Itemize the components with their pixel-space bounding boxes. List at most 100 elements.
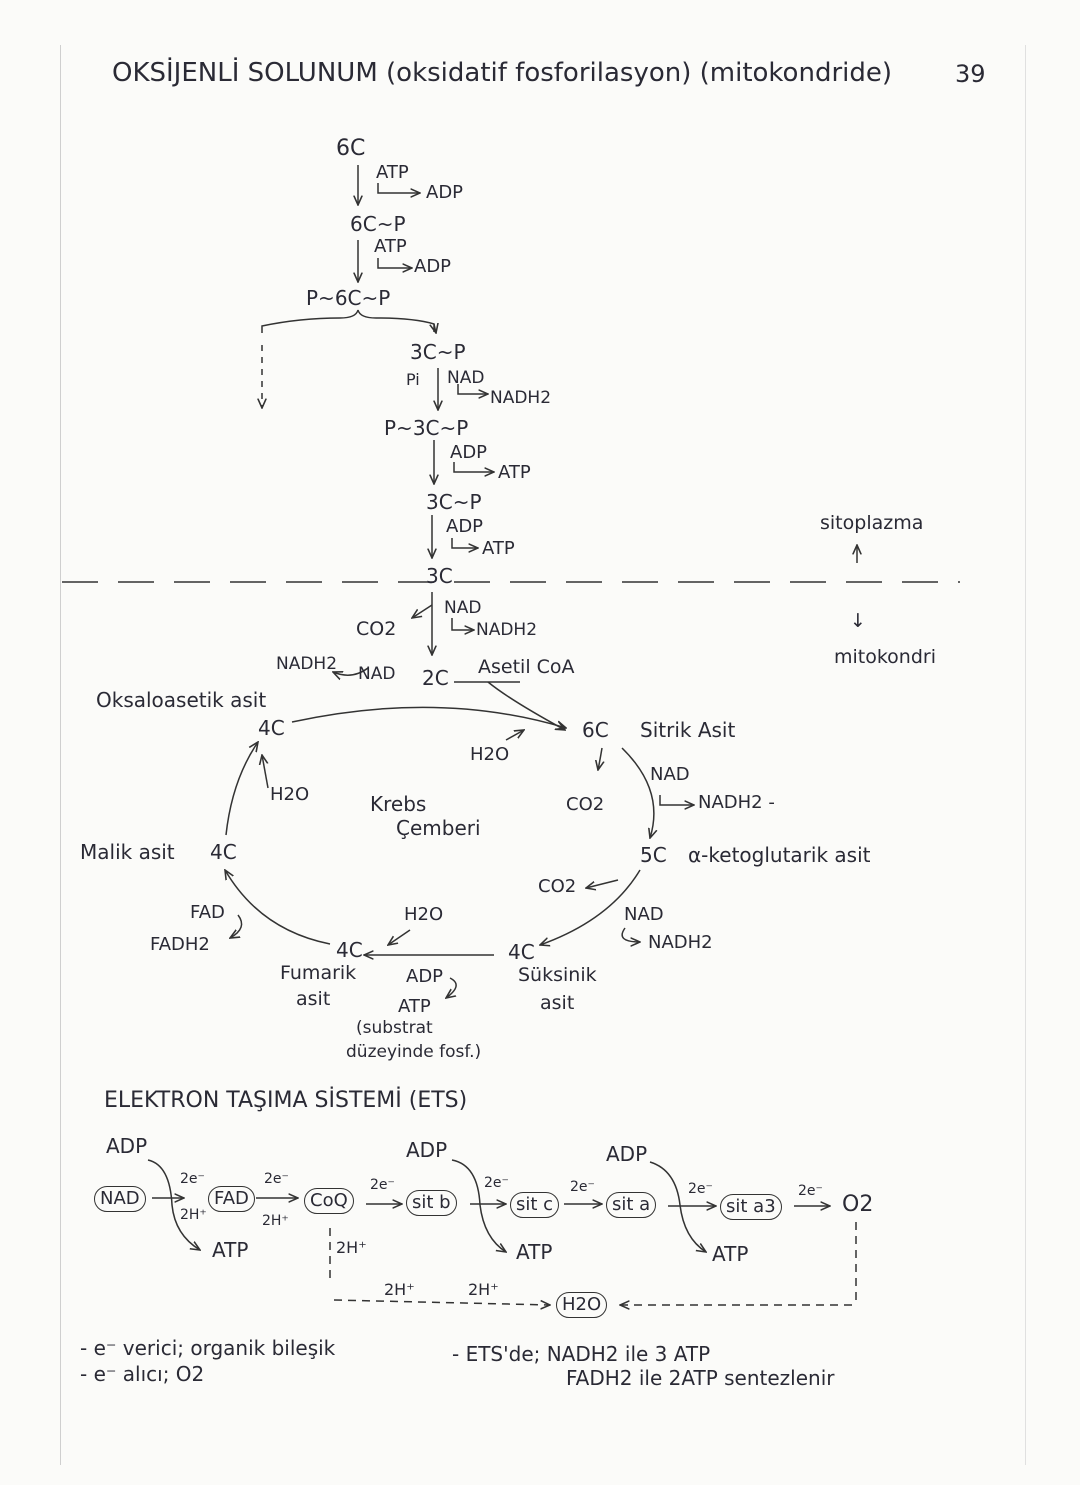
page-margin-line — [60, 45, 61, 1465]
arrow-akg-to-succinate — [540, 869, 641, 945]
arrow-acetyl-to-citrate — [487, 681, 565, 730]
proton-label-1: 2H⁺ — [180, 1207, 207, 1223]
sitoplazma-label: sitoplazma — [820, 512, 924, 534]
acetyl-2c: 2C — [422, 666, 449, 690]
atp-label-1: ATP — [376, 162, 409, 183]
succinic-label-1: Süksinik — [518, 964, 597, 986]
atp-krebs: ATP — [398, 996, 431, 1017]
arrow-fumarate-to-malate — [225, 870, 331, 945]
nad-label-1: NAD — [447, 368, 485, 388]
proton-label-2: 2H⁺ — [262, 1213, 289, 1229]
electron-label-5: 2e⁻ — [570, 1179, 595, 1195]
nadh-krebs-1: NADH2 - — [698, 792, 775, 813]
arrow-h2o-bottom — [388, 929, 411, 945]
krebs-center-1: Krebs — [370, 792, 427, 816]
split-arrow-right — [434, 324, 436, 333]
malic-acid-label: Malik asit — [80, 840, 175, 864]
ets-node-coq: CoQ — [304, 1188, 354, 1214]
ets-adp-1: ADP — [106, 1134, 148, 1158]
ets-node-fad: FAD — [208, 1186, 255, 1212]
note-nadh-atp: - ETS'de; NADH2 ile 3 ATP — [452, 1342, 711, 1366]
h2o-left: H2O — [270, 784, 310, 805]
page-number: 39 — [955, 60, 986, 88]
nadh-krebs-2: NADH2 — [648, 932, 713, 953]
pyruvate-3c: 3C — [426, 564, 453, 588]
adp-krebs: ADP — [406, 966, 444, 987]
ets-node-sit-a3: sit a3 — [720, 1194, 782, 1220]
arrow-malate-to-oxa — [225, 742, 258, 836]
nadh-left: NADH2 — [276, 654, 338, 674]
oxaloacetic-label: Oksaloasetik asit — [96, 688, 267, 712]
atp-adp-hook-2 — [377, 258, 412, 268]
mitokondri-label: mitokondri — [834, 646, 937, 668]
electron-label-4: 2e⁻ — [484, 1175, 509, 1191]
co2-link: CO2 — [356, 618, 397, 640]
arrow-oxa-to-citrate — [291, 706, 566, 728]
succinic-label-2: asit — [540, 992, 575, 1014]
adp-label-1: ADP — [426, 182, 464, 203]
substrate-level-2: düzeyinde fosf.) — [346, 1042, 482, 1062]
arrow-akg-co2 — [586, 879, 619, 888]
nad-krebs-1: NAD — [650, 764, 690, 785]
nadh-link: NADH2 — [476, 620, 538, 640]
oxaloacetate-4c: 4C — [258, 716, 285, 740]
note-electron-donor: - e⁻ verici; organik bileşik — [80, 1336, 336, 1360]
nad-nadh-hook-1 — [457, 384, 488, 394]
ets-h2o: H2O — [556, 1292, 608, 1318]
proton-label-3: 2H⁺ — [336, 1238, 367, 1257]
krebs-center-2: Çemberi — [396, 816, 481, 840]
page-title: OKSİJENLİ SOLUNUM (oksidatif fosforilasy… — [112, 58, 892, 88]
nad-nadh-hook-krebs1 — [659, 795, 694, 805]
ets-adp-3: ADP — [606, 1142, 648, 1166]
glucose-6c: 6C — [336, 136, 366, 161]
ets-o2: O2 — [842, 1192, 874, 1217]
alpha-ketoglutaric-label: α-ketoglutarik asit — [688, 843, 871, 867]
ets-node-sit-b: sit b — [406, 1190, 457, 1216]
nad-krebs-2: NAD — [624, 904, 664, 925]
pi-label: Pi — [406, 370, 420, 389]
co2-krebs-2: CO2 — [538, 876, 577, 897]
acetyl-coa-label: Asetil CoA — [478, 656, 575, 678]
fumaric-label-1: Fumarik — [280, 962, 357, 984]
nad-nadh-hook-krebs2 — [621, 927, 640, 942]
fad-fadh-curve — [230, 914, 243, 938]
fumarate-4c: 4C — [336, 938, 363, 962]
fad-krebs: FAD — [190, 902, 225, 923]
pg-3cp: 3C~P — [426, 490, 482, 514]
proton-label-4: 2H⁺ — [384, 1280, 415, 1299]
akg-5c: 5C — [640, 843, 667, 867]
ets-atp-1: ATP — [212, 1238, 249, 1262]
adp-atp-hook-1 — [453, 462, 494, 472]
adp-label-2: ADP — [414, 256, 452, 277]
nad-link: NAD — [444, 598, 482, 618]
note-fadh-atp: FADH2 ile 2ATP sentezlenir — [566, 1366, 835, 1390]
adp-label-3: ADP — [450, 442, 488, 463]
succinate-4c: 4C — [508, 940, 535, 964]
electron-label-6: 2e⁻ — [688, 1181, 713, 1197]
ets-atp-curve-3 — [649, 1161, 706, 1252]
adp-atp-hook-2 — [451, 538, 478, 548]
adp-atp-curve-krebs — [446, 977, 457, 998]
page-right-line — [1025, 45, 1026, 1465]
ets-dashed-to-h2o — [333, 1299, 550, 1305]
fumaric-label-2: asit — [296, 988, 331, 1010]
ets-atp-curve-1 — [147, 1159, 200, 1250]
electron-label-7: 2e⁻ — [798, 1183, 823, 1199]
note-electron-acceptor: - e⁻ alıcı; O2 — [80, 1362, 205, 1386]
ets-adp-2: ADP — [406, 1138, 448, 1162]
arrow-co2-out — [412, 604, 433, 618]
atp-label-2: ATP — [374, 236, 407, 257]
ets-node-nad: NAD — [94, 1186, 146, 1212]
fadh-krebs: FADH2 — [150, 934, 210, 955]
fructose-p6cp: P~6C~P — [306, 286, 391, 310]
atp-adp-hook-1 — [377, 183, 420, 193]
h2o-bottom: H2O — [404, 904, 444, 925]
nad-left: NAD — [358, 664, 396, 684]
ets-title: ELEKTRON TAŞIMA SİSTEMİ (ETS) — [104, 1088, 468, 1113]
atp-label-4: ATP — [482, 538, 515, 559]
ets-atp-3: ATP — [712, 1242, 749, 1266]
electron-label-3: 2e⁻ — [370, 1177, 395, 1193]
ets-node-sit-a: sit a — [606, 1192, 657, 1218]
atp-label-3: ATP — [498, 462, 531, 483]
